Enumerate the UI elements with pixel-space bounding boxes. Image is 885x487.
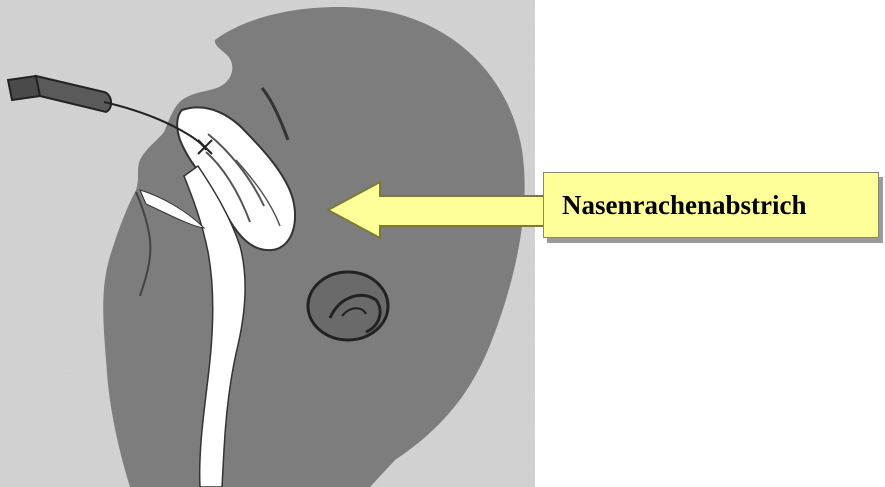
left-pointing-arrow [326, 180, 548, 240]
callout-label-text: Nasenrachenabstrich [562, 190, 807, 221]
ear [308, 272, 388, 340]
head-profile-illustration [0, 0, 535, 487]
callout-label-box: Nasenrachenabstrich [543, 172, 879, 238]
